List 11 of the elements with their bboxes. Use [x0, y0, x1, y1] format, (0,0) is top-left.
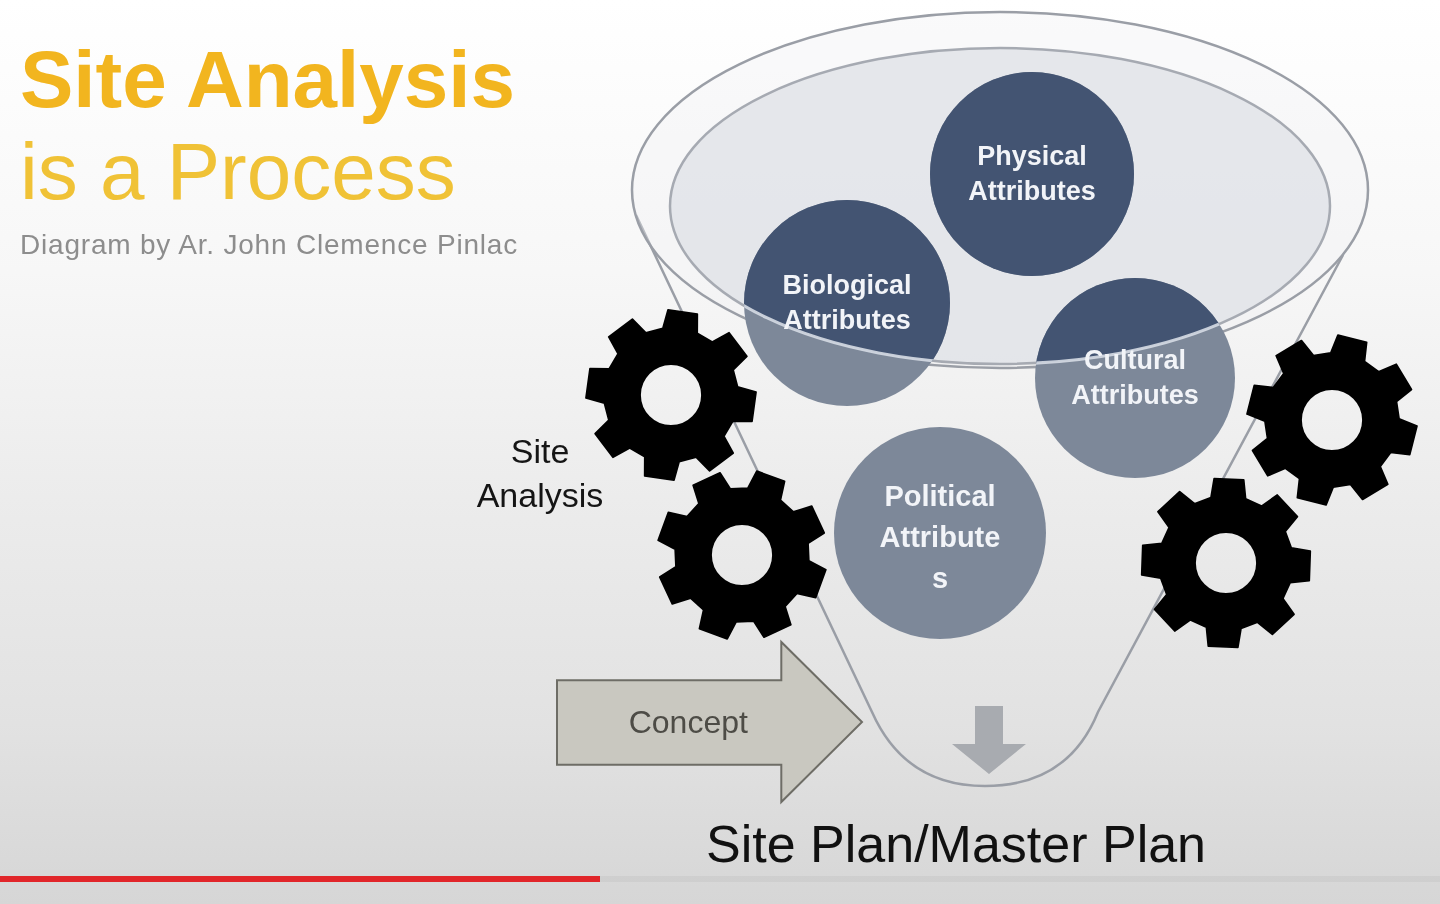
title: Site Analysis is a Process — [20, 34, 516, 218]
side-label: Site Analysis — [475, 431, 605, 516]
block-arrow — [555, 640, 865, 804]
author-credit: Diagram by Ar. John Clemence Pinlac — [20, 229, 518, 261]
circle-label: Biological Attributes — [781, 269, 913, 337]
arrow-label: Concept — [628, 703, 748, 742]
output-label: Site Plan/Master Plan — [706, 814, 1207, 874]
attribute-circle — [834, 427, 1046, 639]
circle-label: Political Attribute s — [878, 478, 1002, 596]
circle-label: Physical Attributes — [967, 140, 1097, 208]
circle-label: Cultural Attributes — [1070, 344, 1200, 412]
